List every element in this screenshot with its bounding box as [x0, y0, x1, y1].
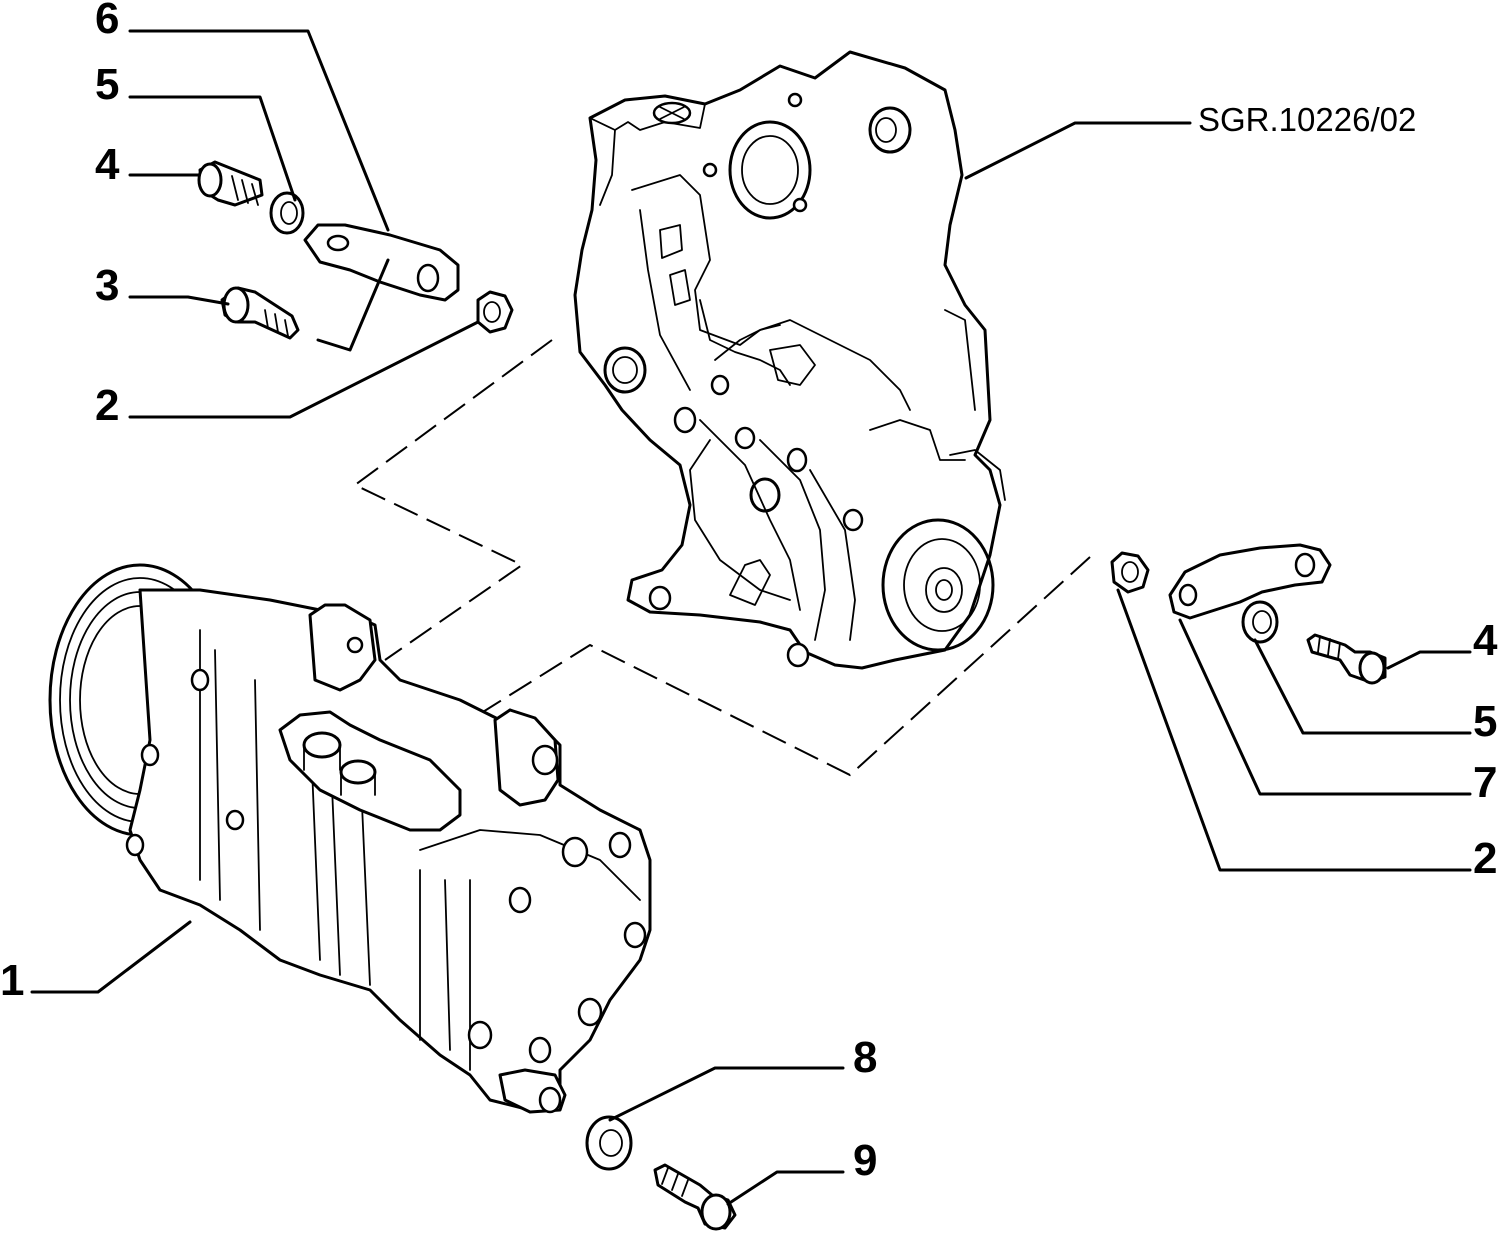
bolt-item-3 — [220, 286, 300, 340]
washer-item-5-left — [269, 191, 305, 235]
callout-9-bottom: 9 — [853, 1136, 877, 1185]
ac-compressor — [48, 563, 652, 1114]
callout-4-top-left: 4 — [95, 140, 120, 189]
callout-2-left: 2 — [95, 381, 119, 430]
bolt-item-9 — [653, 1163, 737, 1231]
callout-1-compressor: 1 — [0, 956, 24, 1005]
bolt-item-4-left — [197, 160, 264, 207]
engine-support-bracket — [573, 50, 1006, 670]
drawing-reference-label: SGR.10226/02 — [1198, 101, 1416, 138]
washer-item-5-right — [1241, 600, 1279, 644]
washer-item-8 — [585, 1115, 633, 1171]
callout-3-left: 3 — [95, 261, 119, 310]
leader-lines — [30, 29, 1472, 1206]
callout-8-bottom: 8 — [853, 1033, 877, 1082]
bolt-item-4-right — [1306, 633, 1387, 685]
callout-5-right: 5 — [1473, 697, 1497, 746]
callout-4-right: 4 — [1473, 616, 1498, 665]
assembly-dashed-lines — [353, 339, 1091, 777]
callout-5-top-left: 5 — [95, 60, 119, 109]
nut-item-2-left — [476, 290, 514, 334]
nut-item-2-right — [1110, 551, 1150, 594]
callout-2-right: 2 — [1473, 834, 1497, 883]
bracket-item-7 — [1168, 543, 1332, 620]
bracket-item-6 — [303, 223, 460, 302]
callout-7-right: 7 — [1473, 758, 1497, 807]
callout-6-top-left: 6 — [95, 0, 119, 43]
